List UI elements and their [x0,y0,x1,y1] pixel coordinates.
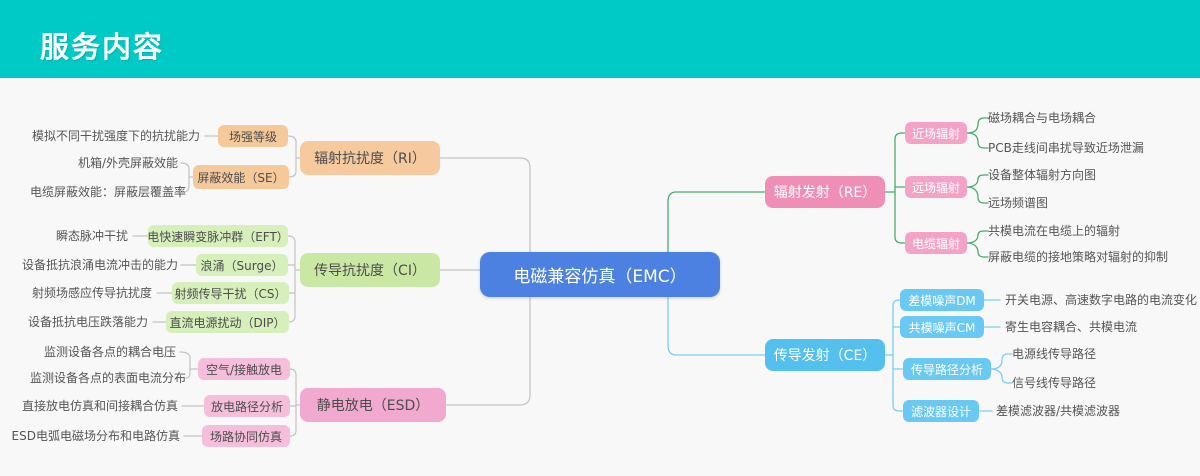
mindmap-connectors [132,117,1013,437]
leaf-text: 远场频谱图 [988,196,1049,210]
leaf-text: 差模滤波器/共模滤波器 [996,404,1121,418]
subnode-surge[interactable]: 浪涌（Surge） [196,254,288,276]
branch-radiated-immunity[interactable]: 辐射抗扰度（RI） [300,141,440,175]
leaf-text: 磁场耦合与电场耦合 [988,111,1097,125]
leaf-text: 屏蔽电缆的接地策略对辐射的抑制 [988,250,1169,264]
leaf-text: 直接放电仿真和间接耦合仿真 [21,399,178,413]
leaf-text: 模拟不同干扰强度下的抗扰能力 [31,129,200,143]
leaf-text: 监测设备各点的表面电流分布 [29,371,186,385]
subnode-conduction-path-analysis[interactable]: 传导路径分析 [903,358,991,380]
subnode-far-field-radiation[interactable]: 远场辐射 [905,176,967,198]
subnode-field-circuit-cosim[interactable]: 场路协同仿真 [202,425,290,447]
radiated-emission-connectors [667,117,989,275]
branch-conducted-immunity[interactable]: 传导抗扰度（CI） [300,253,440,287]
leaf-text: 机箱/外壳屏蔽效能 [77,156,178,170]
leaf-text: PCB走线间串扰导致近场泄漏 [988,141,1144,155]
leaf-text: 设备抵抗浪涌电流冲击的能力 [21,258,178,272]
subnode-field-strength-level[interactable]: 场强等级 [218,125,288,147]
subnode-cs[interactable]: 射频传导干扰（CS） [172,282,289,304]
subnode-near-field-radiation[interactable]: 近场辐射 [905,122,967,144]
leaf-text: 电源线传导路径 [1012,347,1097,361]
root-node-emc[interactable]: 电磁兼容仿真（EMC） [480,252,720,297]
branch-radiated-emission[interactable]: 辐射发射（RE） [765,176,885,208]
leaf-text: 监测设备各点的耦合电压 [43,345,176,359]
conducted-emission-connectors [667,273,1013,412]
leaf-text: 信号线传导路径 [1012,376,1097,390]
subnode-air-contact-discharge[interactable]: 空气/接触放电 [198,358,290,380]
subnode-dm-noise[interactable]: 差模噪声DM [900,289,984,311]
subnode-cable-radiation[interactable]: 电缆辐射 [905,232,967,254]
leaf-text: 寄生电容耦合、共模电流 [1005,320,1138,334]
mindmap-canvas: 电磁兼容仿真（EMC） 辐射抗扰度（RI） 场强等级 屏蔽效能（SE） 模拟不同… [0,78,1200,476]
page-header: 服务内容 [0,0,1200,78]
leaf-text: ESD电弧电磁场分布和电路仿真 [11,429,180,443]
subnode-eft[interactable]: 电快速瞬变脉冲群（EFT） [147,225,289,247]
subnode-cm-noise[interactable]: 共模噪声CM [900,316,984,338]
branch-conducted-emission[interactable]: 传导发射（CE） [765,339,885,371]
branch-esd[interactable]: 静电放电（ESD） [300,388,446,422]
leaf-text: 共模电流在电缆上的辐射 [988,224,1121,238]
leaf-text: 电缆屏蔽效能：屏蔽层覆盖率 [29,185,186,199]
subnode-filter-design[interactable]: 滤波器设计 [903,400,979,422]
leaf-text: 瞬态脉冲干扰 [55,229,128,243]
leaf-text: 设备整体辐射方向图 [988,168,1097,182]
page-title: 服务内容 [40,30,165,64]
subnode-dip[interactable]: 直流电源扰动（DIP） [166,311,289,333]
subnode-discharge-path-analysis[interactable]: 放电路径分析 [204,395,290,417]
subnode-shielding-effectiveness[interactable]: 屏蔽效能（SE） [193,165,289,189]
leaf-text: 开关电源、高速数字电路的电流变化 [1005,293,1198,307]
leaf-text: 设备抵抗电压跌落能力 [27,315,148,329]
leaf-text: 射频场感应传导抗扰度 [31,286,152,300]
